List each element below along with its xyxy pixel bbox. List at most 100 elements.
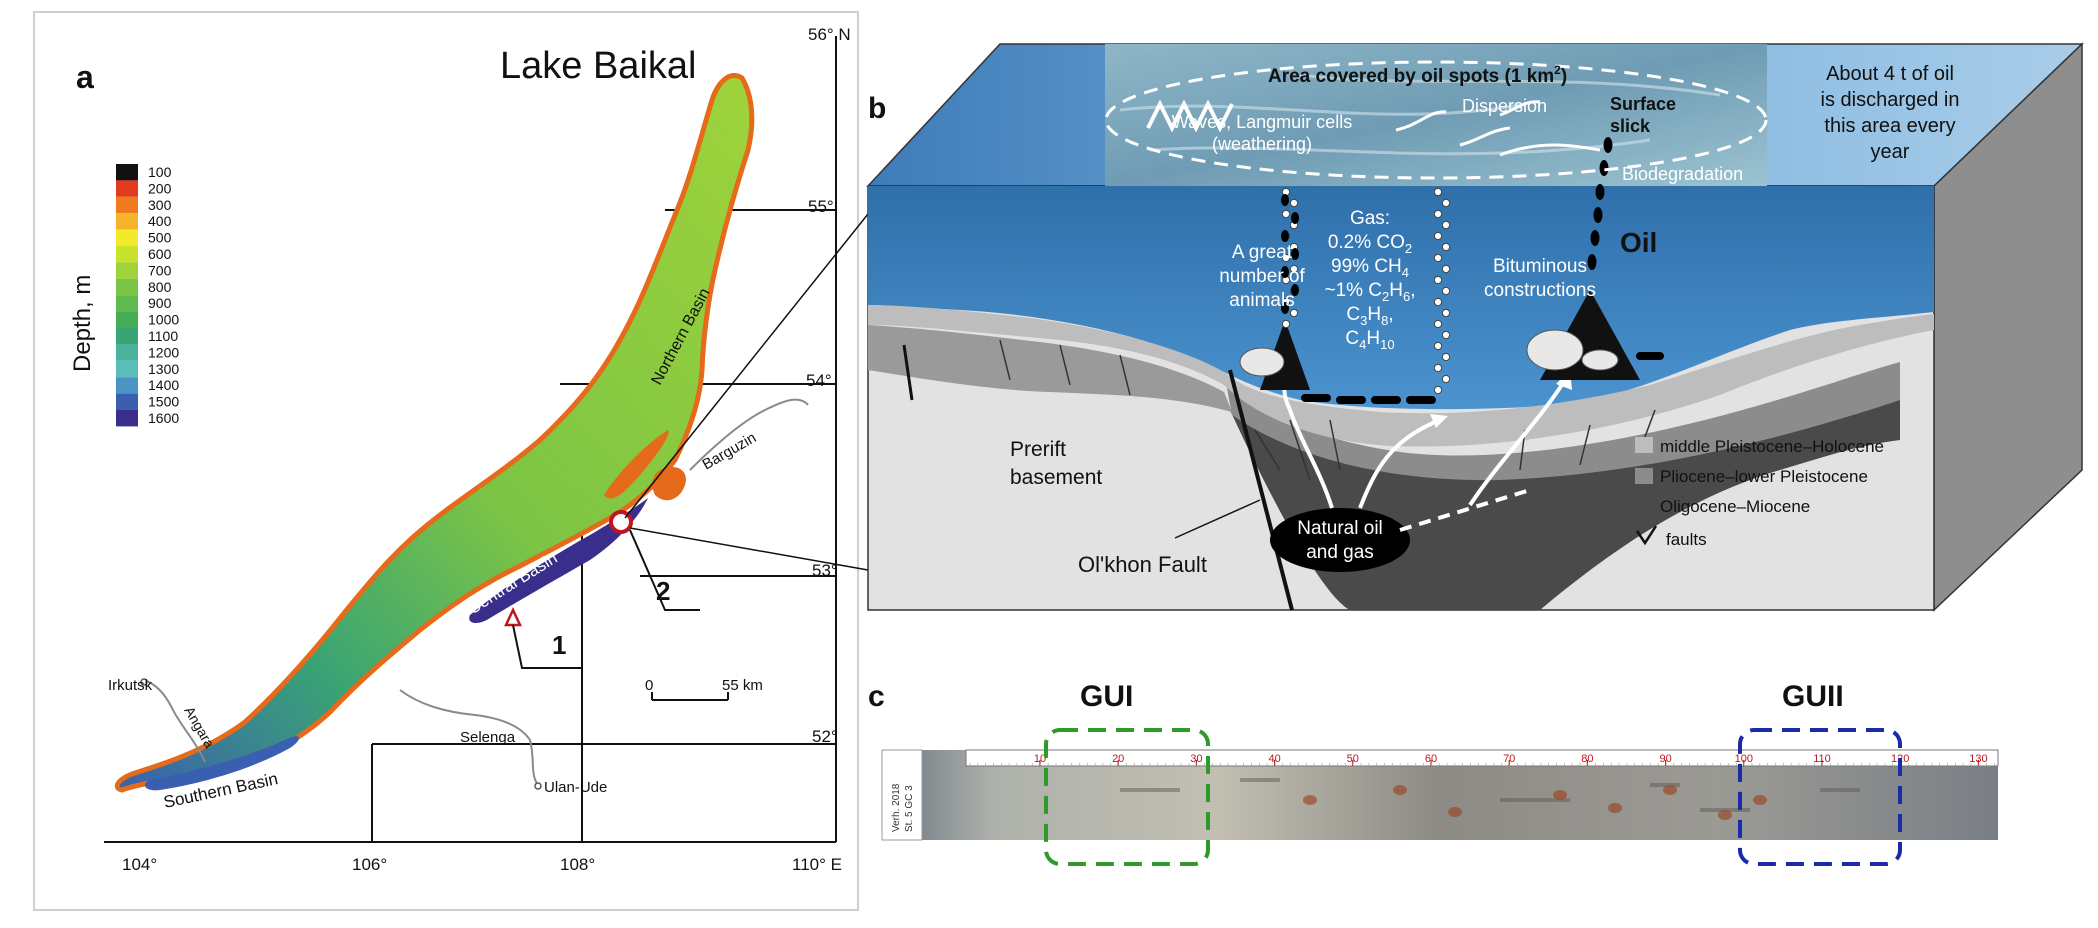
animals-line2: number of <box>1219 266 1305 287</box>
panel-b-label: b <box>868 92 886 125</box>
gas-title: Gas: <box>1350 208 1390 229</box>
site-1-leader <box>512 624 582 669</box>
depth-legend: Depth, m 1002003004005006007008009001000… <box>69 164 179 427</box>
depth-swatch-1600 <box>116 410 138 427</box>
oil-droplet <box>1291 248 1299 260</box>
lat-label-55: 55° <box>808 197 834 216</box>
ruler-tick-label-110: 110 <box>1813 753 1831 765</box>
depth-label-500: 500 <box>148 230 172 246</box>
selenga-river <box>399 689 539 786</box>
gas-bubble <box>1441 198 1451 208</box>
gas-bubble <box>1281 319 1291 329</box>
lon-label-108: 108° <box>560 855 595 874</box>
place-label-selenga: Selenga <box>460 729 516 746</box>
oil-label: Oil <box>1620 227 1657 258</box>
migration-arrowhead-center <box>1430 414 1448 428</box>
site-1-label: 1 <box>552 630 566 660</box>
surface-area-title-sup: 2 <box>1554 63 1561 77</box>
ruler-tick-label-50: 50 <box>1347 753 1359 765</box>
scale-end-label: 55 km <box>722 677 763 694</box>
gas-bubble <box>1433 341 1443 351</box>
biodegradation-label: Biodegradation <box>1622 164 1743 184</box>
depth-swatch-800 <box>116 278 138 296</box>
zoom-line-upper <box>624 213 869 519</box>
irkutsk-dot <box>140 678 148 686</box>
lat-label-52: 52° <box>812 727 838 746</box>
source-label-line1: Natural oil <box>1297 518 1383 539</box>
zone-guii-label: GUII <box>1782 680 1844 713</box>
animals-cluster-left <box>1239 347 1285 377</box>
depth-swatch-1200 <box>116 344 138 361</box>
waves-symbol <box>1146 99 1234 133</box>
waves-label-line2: (weathering) <box>1212 134 1312 154</box>
oil-droplet <box>1281 194 1289 206</box>
surface-photo-streaks <box>1119 73 1721 156</box>
oil-droplet-column <box>1587 137 1613 270</box>
lon-label-106: 106° <box>352 855 387 874</box>
fault-ticks <box>999 339 1656 481</box>
gas-bubble <box>1433 319 1443 329</box>
core-oxide-spot <box>1663 785 1677 795</box>
depth-swatch-1000 <box>116 311 138 328</box>
ruler-tick-label-130: 130 <box>1969 753 1987 765</box>
core-ruler <box>965 749 1999 767</box>
map-title: Lake Baikal <box>500 45 696 87</box>
panel-c-label: c <box>868 680 885 713</box>
waves-label-line1: Waves, Langmuir cells <box>1172 112 1352 132</box>
central-basin-deep <box>469 498 648 624</box>
angara-river <box>143 679 206 763</box>
prerift-line2: basement <box>1010 466 1102 489</box>
strata-label-2: Pliocene–lower Pleistocene <box>1660 467 1868 486</box>
gas-bubble <box>1441 374 1451 384</box>
dispersion-arrow-right <box>1499 143 1601 157</box>
prerift-line1: Prerift <box>1010 438 1066 461</box>
depth-label-1300: 1300 <box>148 361 179 377</box>
depth-label-200: 200 <box>148 180 172 196</box>
surface-area-title-text: Area covered by oil spots (1 km <box>1268 66 1554 87</box>
oil-spot-area-ellipse <box>1104 60 1768 180</box>
strata-swatch-2 <box>1635 468 1653 484</box>
ruler-tick-label-20: 20 <box>1112 753 1124 765</box>
site-2-leader <box>629 529 700 611</box>
surface-slick-line1: Surface <box>1610 94 1676 114</box>
strata-label-3: Oligocene–Miocene <box>1660 497 1810 516</box>
discharge-line2: is discharged in <box>1821 89 1960 111</box>
depth-label-1100: 1100 <box>148 328 178 344</box>
oil-droplet <box>1291 284 1299 296</box>
oil-droplet <box>1291 212 1299 224</box>
animals-line1: A great <box>1232 242 1293 263</box>
lat-label-53: 53° <box>812 561 838 580</box>
oil-droplet <box>1599 160 1609 176</box>
gas-bubble <box>1433 231 1443 241</box>
depth-swatch-300 <box>116 196 138 214</box>
left-fault-line <box>902 344 914 401</box>
depth-swatch-100 <box>116 164 138 181</box>
depth-label-1400: 1400 <box>148 377 179 393</box>
discharge-line1: About 4 t of oil <box>1826 63 1954 85</box>
gas-bubble <box>1433 385 1443 395</box>
oil-droplet <box>1590 230 1600 246</box>
core-oxide-spot <box>1753 795 1767 805</box>
core-oxide-spots <box>1303 785 1767 820</box>
animals-cluster-right2 <box>1581 349 1619 371</box>
source-label-line2: and gas <box>1306 542 1374 563</box>
gas-bubble <box>1289 264 1299 274</box>
gas-bubble <box>1433 297 1443 307</box>
dispersion-arrows <box>1395 100 1541 147</box>
strata-swatch-3 <box>1635 498 1653 514</box>
depth-swatch-500 <box>116 229 138 246</box>
gas-bubble <box>1441 352 1451 362</box>
olkhon-fault-leader <box>1174 499 1261 539</box>
core-oxide-spot <box>1303 795 1317 805</box>
gas-bubble <box>1441 308 1451 318</box>
depth-legend-title: Depth, m <box>69 275 96 372</box>
depth-swatch-1100 <box>116 328 138 345</box>
ruler-tick-label-80: 80 <box>1581 753 1593 765</box>
ruler-tick-label-100: 100 <box>1735 753 1753 765</box>
depth-label-1200: 1200 <box>148 344 179 360</box>
barguzin-bay <box>652 466 686 501</box>
stratum-pliocene-lower-pleistocene <box>1224 362 1900 481</box>
